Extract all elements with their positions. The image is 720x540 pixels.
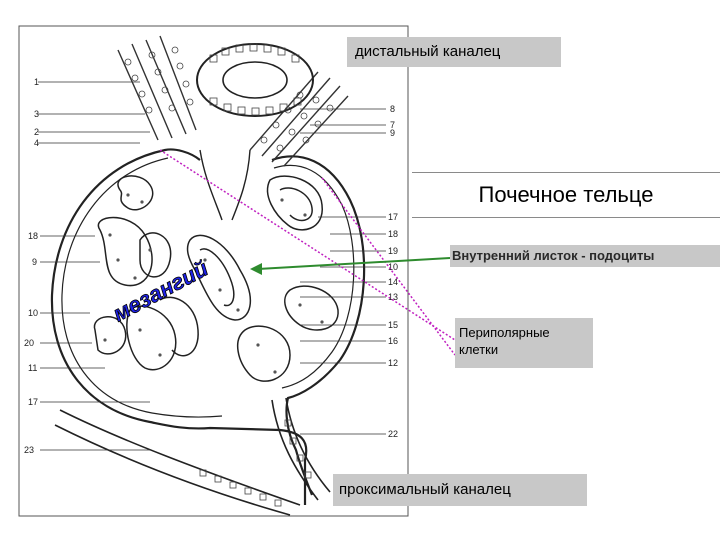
num-16: 16	[388, 336, 398, 346]
num-9-right: 9	[390, 128, 395, 138]
num-3: 3	[34, 109, 39, 119]
distal-tubule-label: дистальный каналец	[347, 37, 561, 67]
num-9-left: 9	[32, 257, 37, 267]
podocytes-label: Внутренний листок - подоциты	[450, 245, 720, 267]
mesangial-stalk	[199, 149, 251, 221]
distal-tubule-cells	[209, 43, 302, 116]
peripolar-pointers	[159, 149, 456, 356]
leader-lines-left	[38, 81, 150, 451]
tubule-cells-left	[124, 46, 194, 114]
num-23: 23	[24, 445, 34, 455]
podocyte-arrow-line	[257, 257, 451, 270]
diagram-title: Почечное тельце	[412, 172, 720, 218]
num-18-right: 18	[388, 229, 398, 239]
num-1: 1	[34, 77, 39, 87]
podocyte-arrowhead	[250, 263, 262, 275]
num-2: 2	[34, 127, 39, 137]
num-19: 19	[388, 246, 398, 256]
num-7: 7	[390, 120, 395, 130]
num-22: 22	[388, 429, 398, 439]
num-4: 4	[34, 138, 39, 148]
num-17-left: 17	[28, 397, 38, 407]
num-20: 20	[24, 338, 34, 348]
num-13: 13	[388, 292, 398, 302]
distal-tubule-lumen	[222, 61, 288, 99]
tubule-cells-right	[260, 91, 334, 152]
num-15: 15	[388, 320, 398, 330]
proximal-tubule	[54, 397, 331, 516]
num-17-right: 17	[388, 212, 398, 222]
num-8: 8	[390, 104, 395, 114]
proximal-tubule-label: проксимальный каналец	[333, 474, 587, 506]
capillary-loops	[93, 175, 339, 382]
num-10-left: 10	[28, 308, 38, 318]
num-18-left: 18	[28, 231, 38, 241]
leader-lines-right	[300, 108, 386, 435]
peripolar-cells-label: Периполярные клетки	[455, 318, 593, 368]
proximal-tubule-cells	[199, 419, 312, 507]
num-12: 12	[388, 358, 398, 368]
num-11: 11	[28, 363, 37, 373]
podocyte-foot-processes	[103, 193, 324, 374]
num-14: 14	[388, 277, 398, 287]
num-10-right: 10	[388, 262, 398, 272]
bowman-capsule-outer	[50, 148, 366, 505]
figure-frame	[18, 25, 409, 517]
afferent-arteriole	[117, 35, 197, 141]
